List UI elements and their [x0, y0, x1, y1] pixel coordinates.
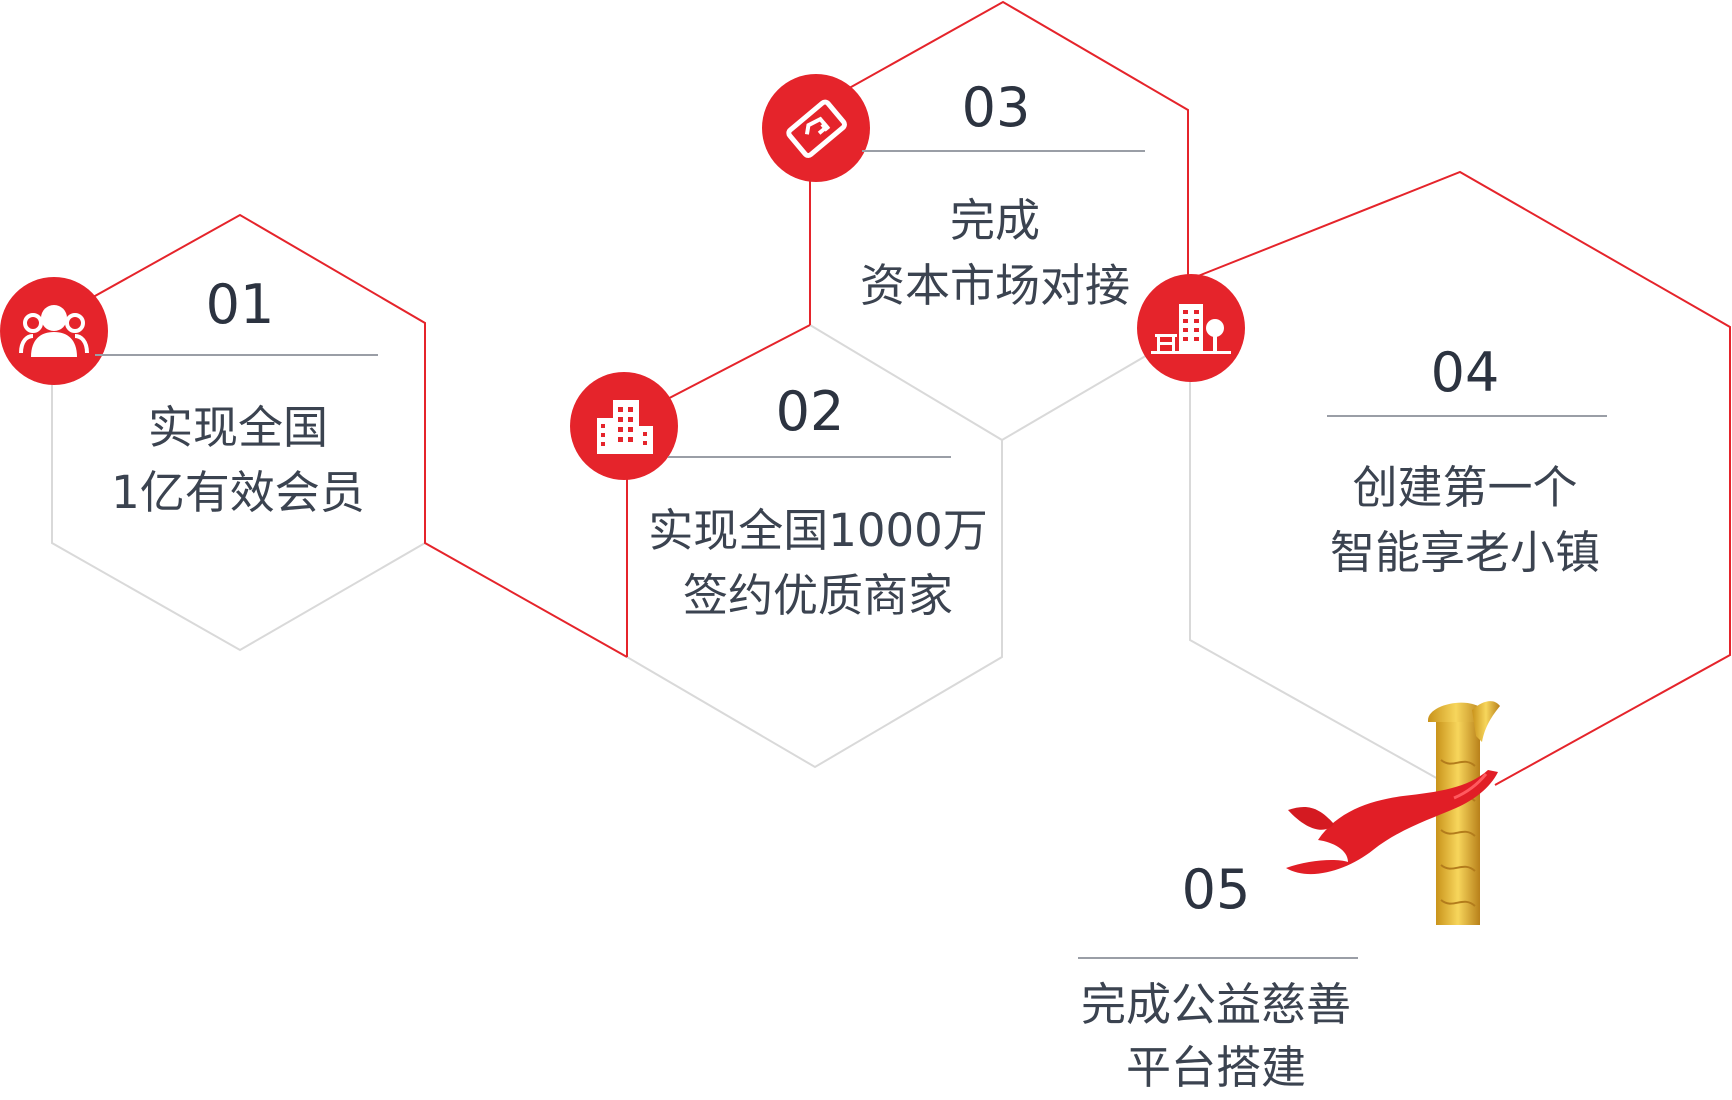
step-04-line2: 智能享老小镇 [1329, 526, 1600, 579]
building-icon [570, 372, 678, 480]
step-05-line1: 完成公益慈善 [1080, 978, 1351, 1031]
step-04-number: 04 [1430, 341, 1500, 404]
step-03-line2: 资本市场对接 [859, 259, 1130, 312]
step-03-divider [862, 150, 1145, 152]
step-02-line1: 实现全国1000万 [648, 504, 988, 557]
town-icon [1137, 274, 1245, 382]
step-01-line2: 1亿有效会员 [111, 466, 365, 519]
step-05-line2: 平台搭建 [1125, 1041, 1306, 1094]
step-04-divider [1327, 415, 1607, 417]
step-01-number: 01 [205, 273, 275, 336]
hex-04-red [1187, 170, 1731, 786]
step-02-divider [668, 456, 951, 458]
hex-04-grey [1189, 330, 1441, 781]
handshake-card-icon [762, 74, 870, 182]
step-05-divider [1078, 957, 1358, 959]
users-icon [0, 277, 108, 385]
step-03-line1: 完成 [949, 194, 1040, 247]
hex-02-grey [626, 324, 1003, 769]
step-02-number: 02 [775, 380, 845, 443]
monument-ribbon-icon [1286, 701, 1500, 925]
step-01-line1: 实现全国 [147, 401, 328, 454]
step-05-number: 05 [1181, 858, 1251, 921]
hex-01-red [51, 213, 628, 658]
hex-01-grey [51, 320, 426, 652]
step-01-divider [95, 354, 378, 356]
step-03-number: 03 [961, 76, 1031, 139]
step-04-line1: 创建第一个 [1352, 461, 1578, 514]
step-02-line2: 签约优质商家 [682, 569, 953, 622]
